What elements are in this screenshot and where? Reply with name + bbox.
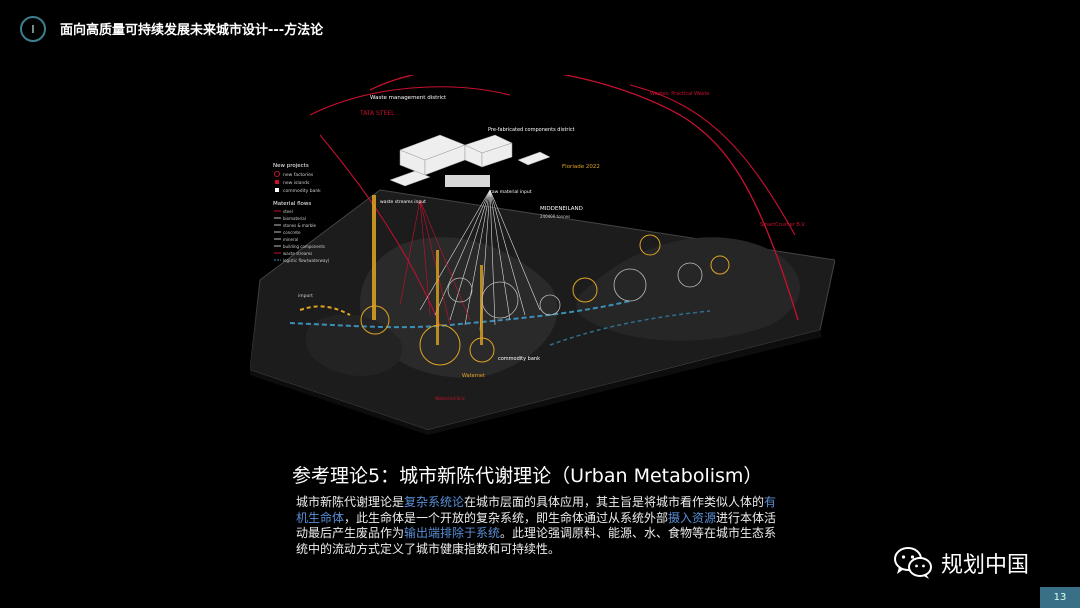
section-heading: 参考理论5：城市新陈代谢理论（Urban Metabolism） xyxy=(292,465,763,487)
flow-arc xyxy=(369,75,799,321)
highlight-term: 复杂系统论 xyxy=(404,495,465,509)
label-import: import xyxy=(298,293,313,299)
legend-material-flows: Material flows xyxy=(273,201,311,207)
legend-projects-list: new factories new islands commodity bank xyxy=(274,171,321,194)
body-text-segment: 进行本体活动最后产生废品作为 xyxy=(296,510,777,541)
flow-beam xyxy=(372,195,376,320)
body-paragraph: 城市新陈代谢理论是复杂系统论在城市层面的具体应用，其主旨是将城市看作类似人体的有… xyxy=(296,495,780,557)
body-text-segment: ，此生命体是一个开放的复杂系统，即生命体通过从系统外部 xyxy=(344,510,669,525)
legend-item: stones & marble xyxy=(283,223,316,228)
label-raw-input: raw material input xyxy=(490,189,532,195)
label-tata-steel: TATA STEEL xyxy=(359,110,395,117)
land-mass xyxy=(305,314,402,376)
land-mass xyxy=(576,237,800,341)
highlight-term: 输出端排除于系统 xyxy=(404,526,501,540)
brand-watermark: 规划中国 xyxy=(893,546,1029,580)
wechat-icon xyxy=(894,547,932,579)
legend-item: steel xyxy=(283,209,293,214)
section-badge: I xyxy=(20,16,46,42)
highlight-term: 有机生命体 xyxy=(296,495,777,525)
label-waste-input: waste streams input xyxy=(380,199,426,205)
hub-circles xyxy=(360,234,730,366)
label-middenland: MIDDENEILAND xyxy=(540,206,583,212)
urban-metabolism-map: Waste management district Pre-fabricated… xyxy=(250,75,835,435)
label-floriade: Floriade 2022 xyxy=(562,164,600,170)
legend-item: mineral xyxy=(283,237,298,242)
label-prefab-district: Pre-fabricated components district xyxy=(488,127,575,133)
label-waternet: Waternet xyxy=(462,373,485,379)
body-text-segment: 。此理论强调原料、能源、水、食物等在城市生态系统中的流动方式定义了城市健康指数和… xyxy=(296,526,777,556)
legend-item: waste streams xyxy=(283,251,312,256)
body-text-segment: 在城市层面的具体应用，其主旨是将城市看作类似人体的 xyxy=(464,495,765,509)
label-smartcrusher: SmartCrusher B.V. xyxy=(760,222,806,228)
label-bottom: Waternet B.V. xyxy=(435,396,466,402)
page-number: 13 xyxy=(1040,587,1080,608)
legend-flows-list: steel biomaterial stones & marble concre… xyxy=(274,209,330,263)
legend-item: new islands xyxy=(283,180,310,186)
legend-item: building components xyxy=(283,244,325,249)
brand-name: 规划中国 xyxy=(941,553,1030,578)
body-text-segment: 城市新陈代谢理论是 xyxy=(296,495,405,509)
legend-item: commodity bank xyxy=(283,188,321,194)
land-mass xyxy=(360,237,558,378)
legend-item: concrete xyxy=(283,230,301,235)
waterway xyxy=(289,300,631,329)
label-practical-waste: Wastes: Practical Waste xyxy=(650,91,709,97)
legend-item: biomaterial xyxy=(283,216,306,221)
industrial-buildings xyxy=(389,134,551,187)
label-waste-district: Waste management district xyxy=(370,95,447,101)
page-title: 面向高质量可持续发展未来城市设计---方法论 xyxy=(60,23,324,38)
highlight-term: 摄入资源 xyxy=(668,510,717,525)
legend-item: new factories xyxy=(283,172,314,178)
label-middenland-value: 240400 tonnes xyxy=(540,214,570,219)
legend-new-projects: New projects xyxy=(273,163,309,169)
label-commodity-bank: commodity bank xyxy=(498,356,540,362)
legend-item: logistic flow(waterway) xyxy=(283,258,330,263)
